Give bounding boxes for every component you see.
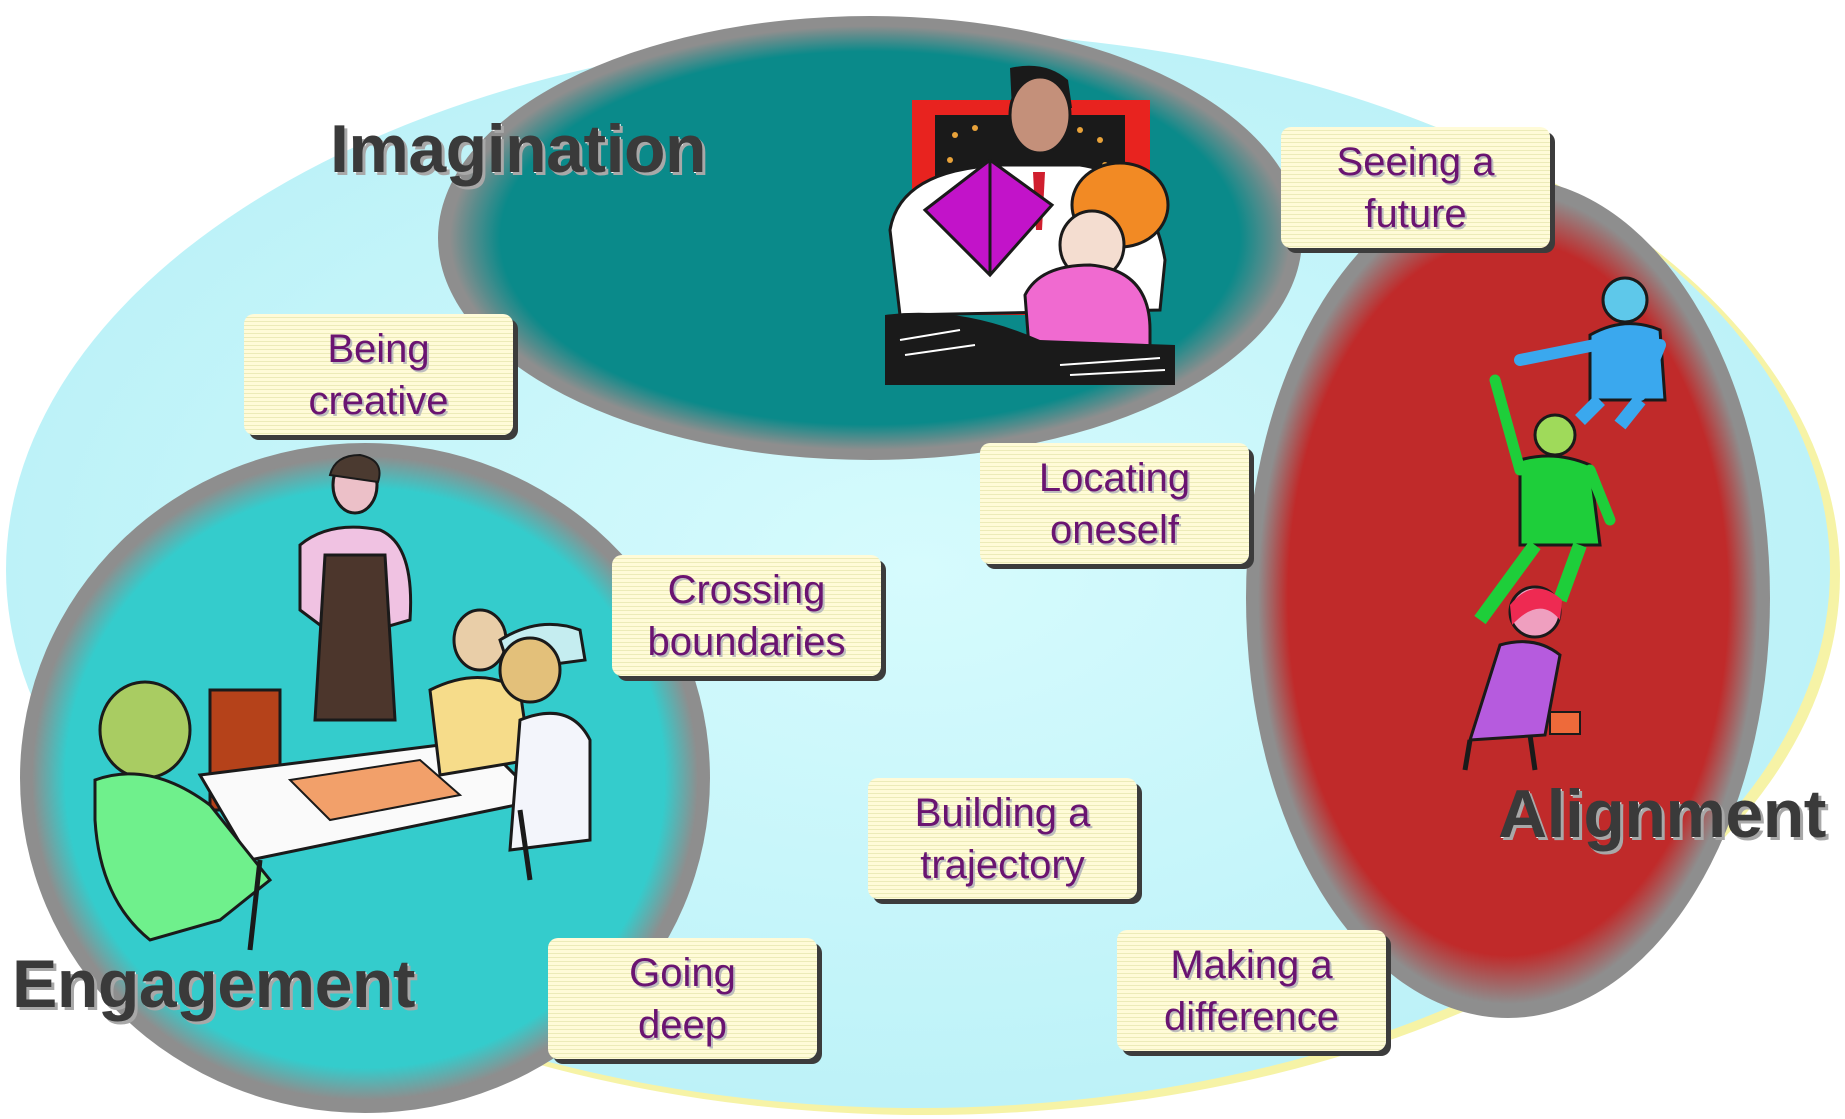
note-label: Seeing a future [1336,139,1495,236]
note-locating-oneself: Locating oneself [980,443,1249,564]
meeting-table-clipart [93,453,592,951]
note-label: Crossing boundaries [647,567,846,664]
note-being-creative: Being creative [244,314,513,435]
note-label: Going deep [629,950,736,1047]
note-seeing-a-future: Seeing a future [1281,127,1550,248]
reading-adult-child-clipart [885,65,1175,385]
note-label: Building a trajectory [914,790,1091,887]
stacked-people-clipart [1462,276,1667,771]
note-label: Making a difference [1164,942,1339,1039]
note-going-deep: Going deep [548,938,817,1059]
note-label: Locating oneself [1038,455,1191,552]
imagination-circle [438,16,1302,460]
note-label: Being creative [308,326,449,423]
alignment-circle [1246,178,1770,1018]
alignment-heading: Alignment [1498,776,1826,852]
engagement-heading: Engagement [12,946,416,1022]
note-crossing-boundaries: Crossing boundaries [612,555,881,676]
note-building-a-trajectory: Building a trajectory [868,778,1137,899]
note-making-a-difference: Making a difference [1117,930,1386,1051]
imagination-heading: Imagination [330,111,707,187]
